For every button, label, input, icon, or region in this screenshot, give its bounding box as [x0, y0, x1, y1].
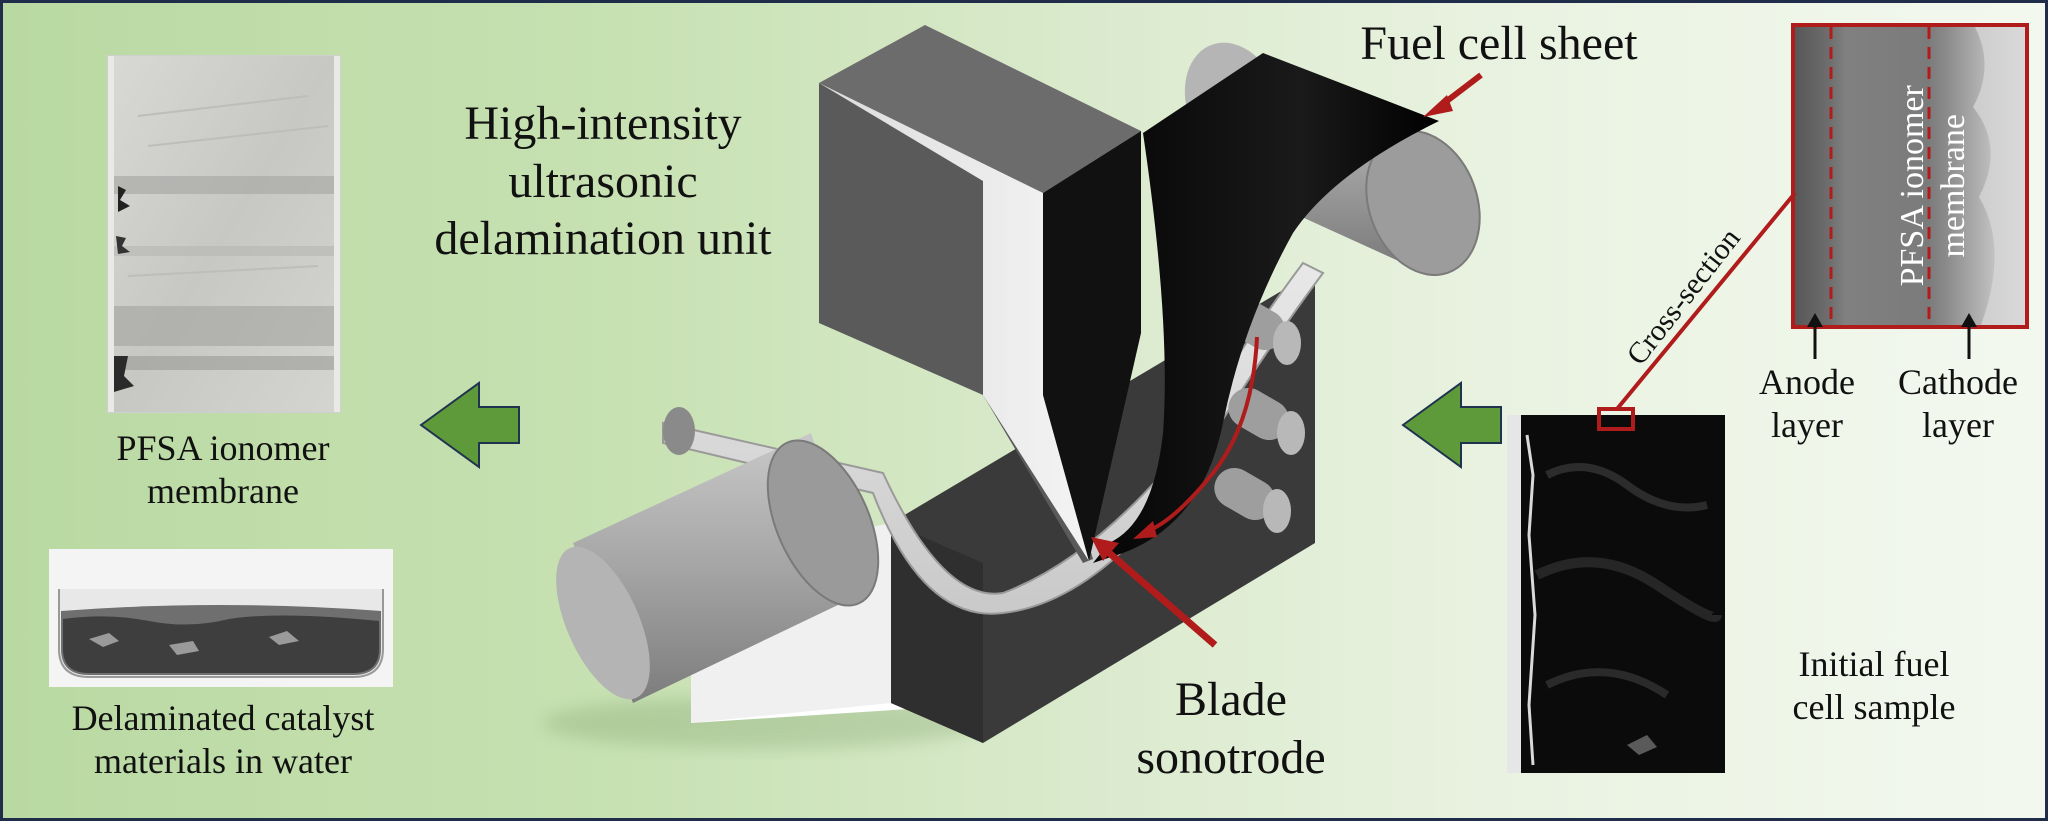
inset-membrane-label: PFSA ionomer membrane	[1894, 85, 1972, 287]
anode-layer-label: Anode layer	[1759, 362, 1855, 446]
catalyst-photo-caption: Delaminated catalyst materials in water	[71, 698, 375, 782]
fuel-cell-sample-photo	[1507, 415, 1725, 773]
cathode-layer-label: Cathode layer	[1898, 362, 2018, 446]
catalyst-beaker	[49, 549, 393, 687]
left-arrow-icon	[1401, 381, 1502, 469]
cross-section-micrograph	[1791, 23, 2029, 329]
cross-section-leader	[1615, 191, 1797, 411]
blade-sonotrode-horn	[819, 25, 1141, 563]
fuel-cell-sheet	[1093, 53, 1439, 563]
cathode-arrowhead	[1961, 313, 1977, 327]
left-arrow-icon	[419, 381, 520, 469]
fuel-cell-sample-texture	[1521, 415, 1725, 773]
sheet-motion-arrowhead	[1133, 521, 1157, 539]
delamination-diagram	[419, 25, 1977, 749]
fuel-cell-sheet-label: Fuel cell sheet	[1360, 17, 1638, 70]
catalyst-photo	[49, 549, 393, 687]
guide-rollers	[1214, 298, 1305, 533]
membrane-photo-texture	[114, 56, 334, 412]
blade-pointer-head	[1091, 537, 1119, 561]
left-roller	[556, 407, 880, 703]
blade-pointer	[1104, 548, 1218, 648]
anode-arrowhead	[1807, 313, 1823, 327]
unit-label: High-intensity ultrasonic delamination u…	[434, 97, 772, 266]
blade-sonotrode-label: Blade sonotrode	[1136, 673, 1326, 784]
fuel-sheet-pointer-head	[1423, 95, 1453, 117]
sheet-motion-arrow	[1142, 336, 1259, 535]
cross-section-marker	[1597, 407, 1635, 431]
membrane-photo-caption: PFSA ionomer membrane	[116, 428, 330, 512]
membrane-photo	[107, 55, 341, 413]
micrograph-texture	[1795, 27, 2025, 325]
initial-sample-caption: Initial fuel cell sample	[1792, 644, 1956, 728]
